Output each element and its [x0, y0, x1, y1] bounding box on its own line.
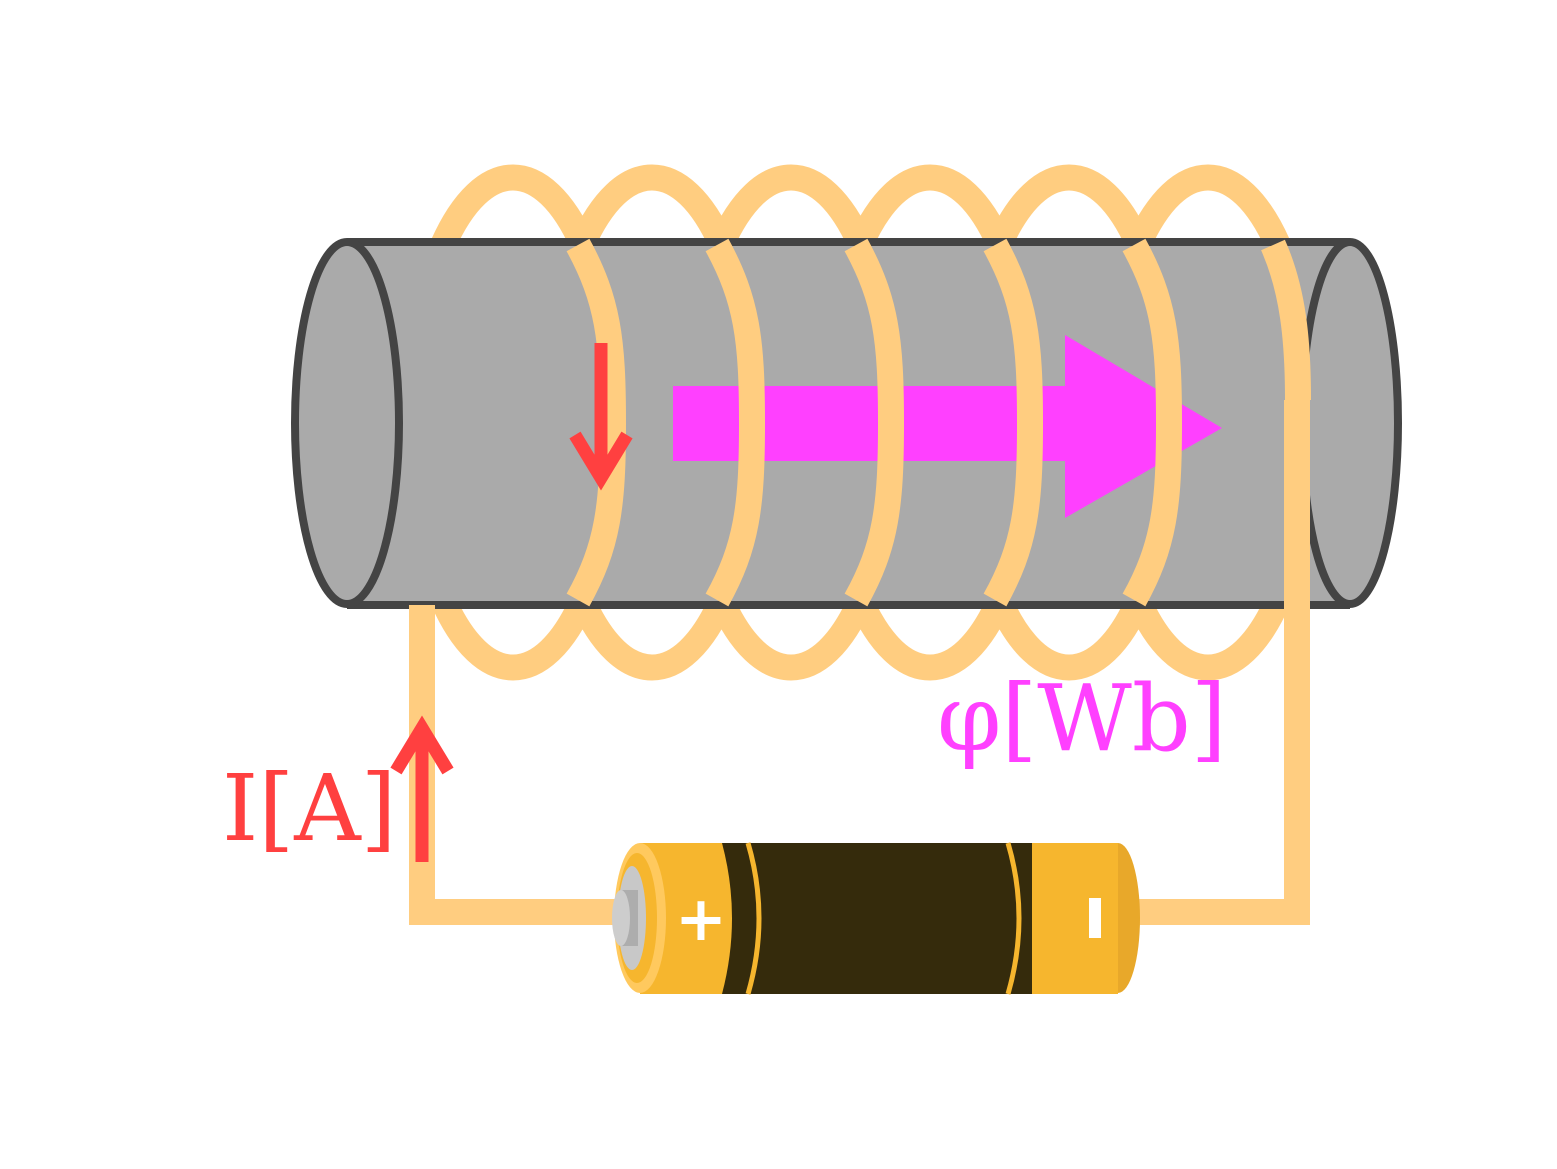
current-arrow-coil: [569, 343, 633, 491]
coil-turn-front: [983, 238, 1044, 607]
battery: +: [612, 842, 1140, 995]
coil-turn-back: [987, 164, 1151, 681]
coil-turn-back: [431, 164, 595, 681]
coil-back: [431, 164, 1290, 681]
coil-turn-front: [566, 238, 627, 607]
battery-plus-label: +: [675, 882, 727, 955]
coil-turn-back: [570, 164, 734, 681]
battery-minus-mark: [1089, 898, 1101, 938]
magnetic-flux-arrow: [673, 335, 1222, 518]
coil-turn-back: [709, 164, 873, 681]
flux-label: φ[Wb]: [937, 665, 1227, 772]
coil-turn-front: [705, 238, 766, 607]
coil-lead-out: [1261, 239, 1311, 401]
coil-turn-back: [848, 164, 1012, 681]
current-arrow-wire: [390, 715, 454, 862]
coil-front: [566, 238, 1311, 607]
coil-turn-front: [1122, 238, 1183, 607]
coil-turn-back: [1126, 164, 1290, 681]
wire: [409, 400, 1310, 925]
current-label: I[A]: [222, 755, 397, 862]
coil-turn-front: [844, 238, 905, 607]
